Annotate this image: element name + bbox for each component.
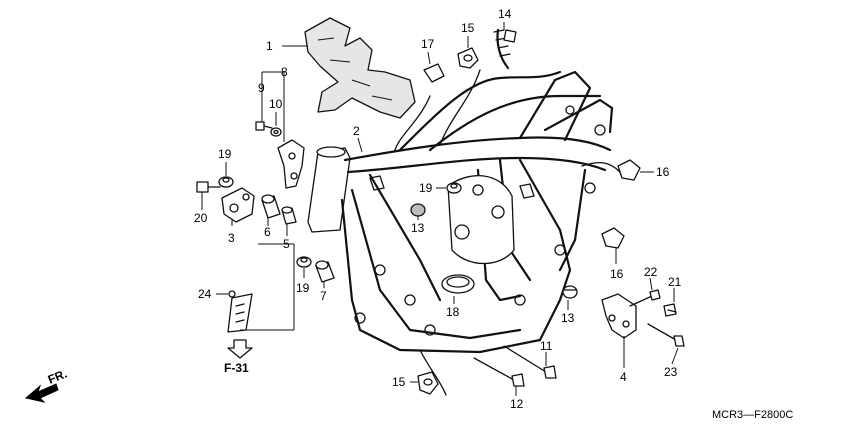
callout-19a: 19 [218,147,232,161]
part-bolt-22 [629,289,661,307]
part-clamp-15a [457,47,479,69]
callout-17: 17 [421,37,435,51]
callout-23: 23 [664,365,678,379]
leader-lines [201,22,679,396]
part-washer-10 [270,127,282,137]
part-clip-16b [601,227,625,249]
callout-9: 9 [258,81,265,95]
part-nut-19c [446,182,462,194]
part-clip-17 [423,63,445,83]
part-bushing-5 [281,206,297,225]
part-bracket-4 [601,293,637,339]
part-bolt-20 [196,181,221,193]
part-grommet-13b [562,285,578,299]
part-cover-plate [304,17,416,119]
part-clamp-15b [417,371,439,395]
callout-5: 5 [283,237,290,251]
callout-4: 4 [620,370,627,384]
part-clip-16a [617,159,641,181]
part-main-frame [307,69,621,396]
callout-15b: 15 [392,375,406,389]
callout-11: 11 [540,339,553,353]
callout-18: 18 [446,305,460,319]
part-bolt-21 [663,303,677,317]
part-band-14 [493,28,517,70]
callout-19b: 19 [296,281,310,295]
callout-20: 20 [194,211,208,225]
part-label-plate [227,293,253,333]
callout-labels: 1 2 3 4 5 6 7 8 9 10 11 12 13 13 14 15 1… [46,7,793,421]
part-bolt-23 [647,323,685,347]
part-bolt-11 [503,345,557,379]
callout-12: 12 [510,397,524,411]
callout-10: 10 [269,97,283,111]
callout-21: 21 [668,275,682,289]
callout-16a: 16 [656,165,670,179]
callout-8: 8 [281,65,288,79]
callout-1: 1 [266,39,273,53]
callout-13a: 13 [411,221,425,235]
reference-label: F-31 [224,361,249,375]
callout-6: 6 [264,225,271,239]
part-nut-19a [218,176,234,188]
callout-3: 3 [228,231,235,245]
callout-7: 7 [320,289,327,303]
part-bracket-3 [221,187,255,223]
callout-19c: 19 [419,181,433,195]
callout-2: 2 [353,124,360,138]
callout-14: 14 [498,7,512,21]
callout-22: 22 [644,265,658,279]
callout-13b: 13 [561,311,575,325]
drawing-code: MCR3—F2800C [712,409,793,421]
part-collar-7 [315,260,335,283]
front-direction-arrow [24,383,59,403]
part-bolt-12 [473,357,525,387]
part-screw-24 [228,290,236,298]
direction-label: FR. [46,367,69,387]
part-collar-6 [261,194,281,219]
callout-15a: 15 [461,21,475,35]
part-bolt-9 [255,121,273,131]
part-grommet-13a [410,203,426,217]
callout-16b: 16 [610,267,624,281]
reference-arrow [227,339,253,359]
part-bracket-8 [277,139,305,189]
part-clamp-18 [441,274,475,294]
part-nut-19b [296,256,312,268]
callout-24: 24 [198,287,212,301]
